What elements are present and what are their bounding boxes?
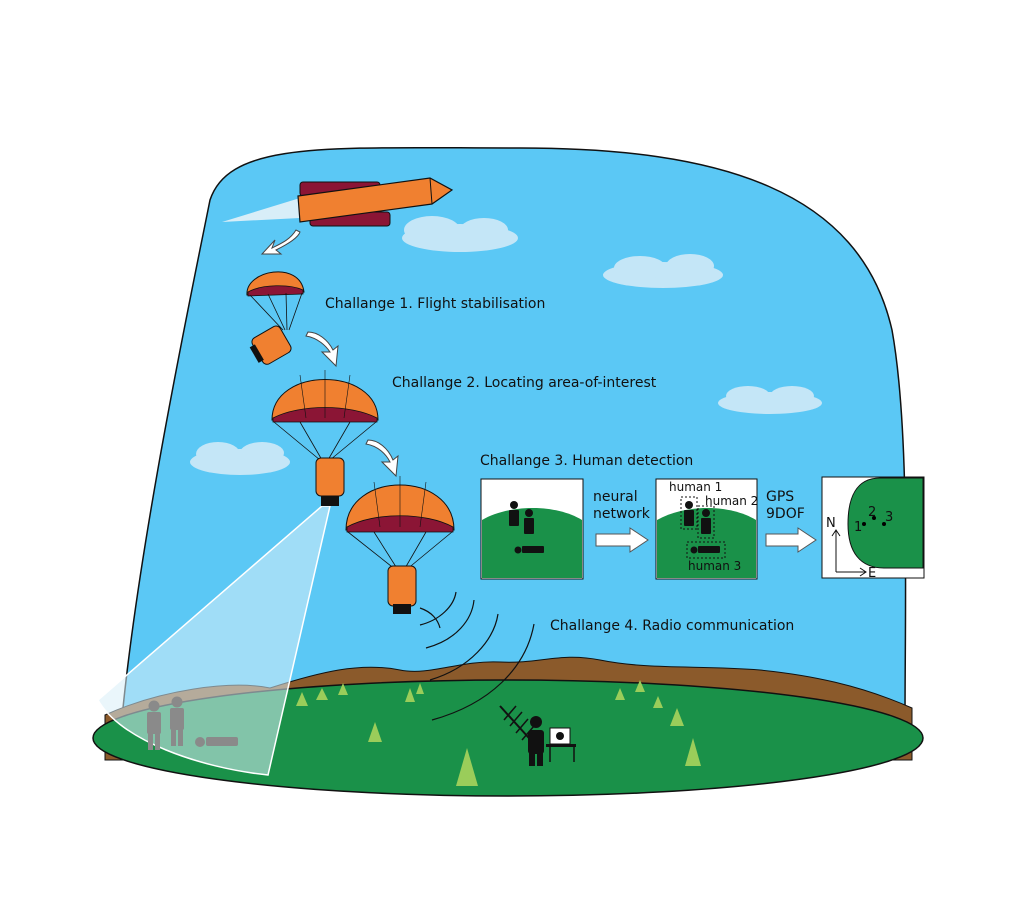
flight-arrows <box>260 229 399 478</box>
challenge-3-label: Challange 3. Human detection <box>480 453 693 469</box>
map-point-label-3: 3 <box>885 510 893 525</box>
cloud <box>718 386 822 414</box>
radio-waves <box>419 591 535 721</box>
pipeline-arrow-2 <box>765 527 817 553</box>
ground-station <box>499 705 576 766</box>
9dof-label: 9DOF <box>766 506 805 522</box>
map-point-label-2: 2 <box>868 505 876 520</box>
detection-image-panel <box>655 478 758 580</box>
cloud <box>402 216 518 252</box>
north-label: N <box>826 516 836 531</box>
map-point <box>882 522 886 526</box>
challenge-2-label: Challange 2. Locating area-of-interest <box>392 375 657 391</box>
trees <box>296 680 701 786</box>
neural-label: neural <box>593 489 638 505</box>
challenge-4-label: Challange 4. Radio communication <box>550 618 794 634</box>
map-point <box>872 516 876 520</box>
humans-in-beam <box>147 696 238 750</box>
sky-dome <box>119 146 907 741</box>
challenge-1-label: Challange 1. Flight stabilisation <box>325 296 545 312</box>
map-panel <box>821 476 925 579</box>
detection-label-2: human 2 <box>705 494 758 508</box>
cloud <box>603 254 723 288</box>
parachute-large <box>271 370 379 506</box>
network-label: network <box>593 506 651 522</box>
green-ground <box>92 679 924 797</box>
map-point-label-1: 1 <box>854 520 862 535</box>
pipeline-arrow-1 <box>595 527 649 553</box>
camera-image-panel <box>480 478 584 580</box>
rocket <box>222 177 454 227</box>
cloud <box>190 442 290 475</box>
detection-label-1: human 1 <box>669 480 722 494</box>
map-point <box>862 522 866 526</box>
gps-label: GPS <box>766 489 794 505</box>
east-label: E <box>868 566 876 581</box>
parachute-descending <box>345 476 455 614</box>
detection-label-3: human 3 <box>688 559 741 573</box>
parachute-small <box>246 271 305 365</box>
